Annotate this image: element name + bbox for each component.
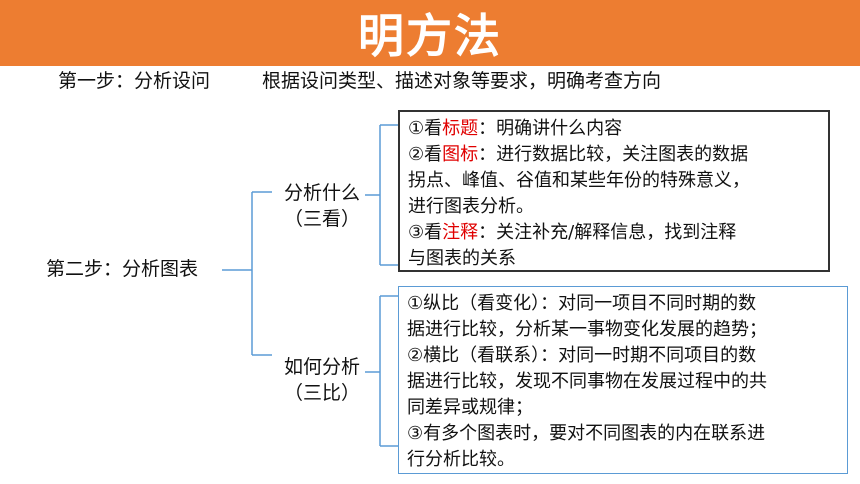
page-title: 明方法 (358, 9, 502, 63)
keyword-title: 标题 (442, 118, 479, 139)
keyword-legend: 图标 (442, 144, 479, 165)
compare-line: ②横比（看联系）：对同一时期不同项目的数 (407, 345, 757, 366)
compare-line: ③有多个图表时，要对不同图表的内在联系进 (407, 423, 766, 444)
step2-label: 第二步：分析图表 (46, 258, 199, 280)
branch2-title: 如何分析 (283, 356, 360, 378)
look-legend-line-2: 拐点、峰值、谷值和某些年份的特殊意义， (408, 170, 750, 191)
look-notes-line: ③看注释：关注补充/解释信息，找到注释 (408, 222, 737, 243)
branch1-subtitle: （三看） (283, 208, 360, 230)
look-legend-line-3: 进行图表分析。 (408, 196, 534, 217)
look-notes-line-2: 与图表的关系 (408, 248, 516, 269)
step1-label: 第一步：分析设问 (58, 70, 211, 92)
look-title-line: ①看标题：明确讲什么内容 (408, 118, 623, 139)
compare-line: ①纵比（看变化）：对同一项目不同时期的数 (407, 293, 757, 314)
compare-line: 行分析比较。 (407, 449, 515, 470)
branch2-label: 如何分析 （三比） (276, 354, 368, 406)
branch1-label: 分析什么 （三看） (276, 180, 368, 232)
look-legend-line: ②看图标：进行数据比较，关注图表的数据 (408, 144, 749, 165)
branch2-subtitle: （三比） (283, 382, 360, 404)
step1-description: 根据设问类型、描述对象等要求，明确考查方向 (262, 70, 662, 92)
keyword-notes: 注释 (442, 222, 479, 243)
compare-line: 据进行比较，分析某一事物变化发展的趋势； (407, 319, 767, 340)
compare-line: 据进行比较，发现不同事物在发展过程中的共 (407, 371, 767, 392)
title-banner: 明方法 (0, 0, 860, 66)
three-looks-box: ①看标题：明确讲什么内容 ②看图标：进行数据比较，关注图表的数据 拐点、峰值、谷… (398, 110, 830, 272)
compare-line: 同差异或规律； (407, 397, 533, 418)
three-comparisons-box: ①纵比（看变化）：对同一项目不同时期的数 据进行比较，分析某一事物变化发展的趋势… (398, 286, 848, 474)
branch1-title: 分析什么 (283, 182, 360, 204)
